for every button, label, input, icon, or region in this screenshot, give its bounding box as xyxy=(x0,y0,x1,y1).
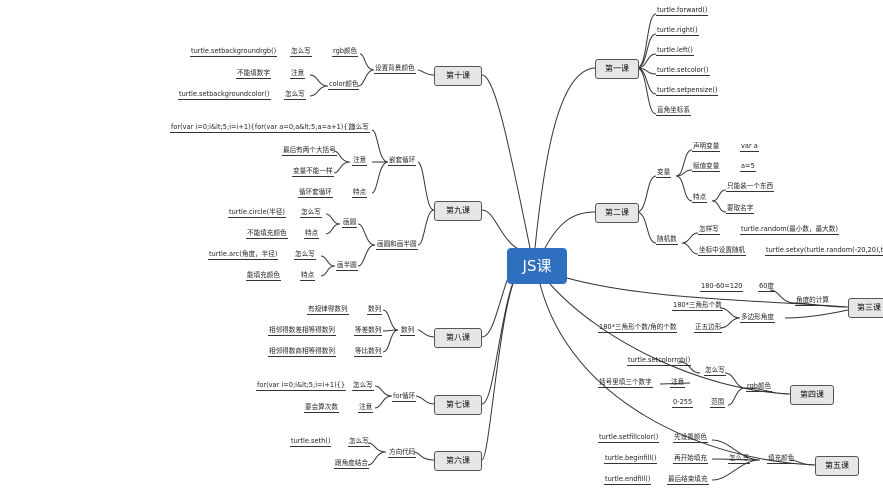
l1-item-setpensize: turtle.setpensize() xyxy=(656,86,719,96)
l1-item-coordinate: 直角坐标系 xyxy=(656,106,691,116)
l3-calc2: 180*三角形个数 xyxy=(672,301,723,311)
l2-declare: 声明变量 xyxy=(692,142,721,152)
root-node[interactable]: JS课 xyxy=(507,248,567,284)
l3-calc3: 180*三角形个数/角的个数 xyxy=(598,323,678,333)
l9-can-fill: 能填充颜色 xyxy=(246,271,281,281)
l9-circle-label: 画圆 xyxy=(342,218,358,228)
l2-variable: 变量 xyxy=(656,168,672,178)
lesson8-node[interactable]: 第八课 xyxy=(434,328,482,348)
l2-howto: 怎样写 xyxy=(698,225,720,235)
lesson7-node[interactable]: 第七课 xyxy=(434,395,482,415)
l6-howto: 怎么写 xyxy=(348,437,370,447)
l9-feature: 特点 xyxy=(352,188,368,198)
l6-direction: 方向代码 xyxy=(388,448,417,458)
l4-range-label: 范围 xyxy=(710,398,726,408)
l9-circle: turtle.circle(半径) xyxy=(228,208,286,218)
l9-nested: 嵌套循环 xyxy=(388,156,417,166)
lesson10-node[interactable]: 第十课 xyxy=(434,66,482,86)
l5-setfill: turtle.setfillcolor() xyxy=(598,433,660,443)
lesson6-node[interactable]: 第六课 xyxy=(434,451,482,471)
l9-loop-in-loop: 循环套循环 xyxy=(298,188,333,198)
l10-howto2: 怎么写 xyxy=(284,90,306,100)
lesson4-node[interactable]: 第四课 xyxy=(790,385,834,405)
lesson5-node[interactable]: 第五课 xyxy=(815,456,859,476)
l3-calc1: 180-60=120 xyxy=(700,282,744,292)
l7-for-code: for(var i=0;i&lt;5;i=i+1){} xyxy=(256,381,347,391)
l7-note: 注意 xyxy=(358,403,374,413)
l6-seth: turtle.seth() xyxy=(290,437,332,447)
l9-circle-feature: 特点 xyxy=(304,229,320,239)
l3-regular: 正五边形 xyxy=(694,323,723,333)
l5-set-color: 先设置颜色 xyxy=(673,433,708,443)
l8-arith-label: 等差数列 xyxy=(354,326,383,336)
l10-note: 注意 xyxy=(290,69,306,79)
lesson1-node[interactable]: 第一课 xyxy=(595,59,639,79)
l3-deg60: 60度 xyxy=(758,282,775,292)
l10-rgb-color: rgb颜色 xyxy=(332,47,359,57)
l2-howto-ex: turtle.random(最小数，最大数) xyxy=(740,225,839,235)
l7-howto: 怎么写 xyxy=(352,381,374,391)
lesson9-node[interactable]: 第九课 xyxy=(434,201,482,221)
l7-count: 要会算次数 xyxy=(304,403,339,413)
l1-item-right: turtle.right() xyxy=(656,26,699,36)
l9-howto: 怎么写 xyxy=(348,123,370,133)
l8-geo: 相邻得数商相等得数列 xyxy=(268,347,336,357)
l5-fill-color: 填充颜色 xyxy=(767,454,796,464)
l10-color-label: color颜色 xyxy=(328,80,360,90)
l2-coord: 坐标中设置随机 xyxy=(698,246,747,256)
l10-bg-group: 设置背景颜色 xyxy=(374,64,416,74)
l1-item-setcolor: turtle.setcolor() xyxy=(656,66,710,76)
l9-no-fill: 不能填充颜色 xyxy=(246,229,288,239)
l2-random: 随机数 xyxy=(656,235,678,245)
l9-circle-group: 画圆和画半圆 xyxy=(376,240,418,250)
l10-howto: 怎么写 xyxy=(290,47,312,57)
l4-range: 0-255 xyxy=(672,398,694,408)
l2-declare-ex: var a xyxy=(740,142,759,152)
l4-howto: 怎么写 xyxy=(704,366,726,376)
l8-regular: 有规律得数列 xyxy=(307,305,349,315)
l4-setcolor: turtle.setcolorrgb() xyxy=(627,356,692,366)
l9-note: 注意 xyxy=(352,156,368,166)
l1-item-forward: turtle.forward() xyxy=(656,6,709,16)
l2-feature1: 只能装一个东西 xyxy=(726,182,775,192)
l8-seq: 数列 xyxy=(367,305,383,315)
l5-howto: 怎么写 xyxy=(728,454,750,464)
l3-polygon-angle: 多边形角度 xyxy=(740,313,775,323)
l2-feature2: 要取名字 xyxy=(726,204,755,214)
l5-end-label: 最后结束填充 xyxy=(667,475,709,485)
l7-for-loop: for循环 xyxy=(392,392,417,402)
l10-bg-color: turtle.setbackgroundcolor() xyxy=(178,90,271,100)
l6-combine: 跟角度结合 xyxy=(334,459,369,469)
l9-arc-feature: 特点 xyxy=(300,271,316,281)
l4-three-numbers: 括号里填三个数字 xyxy=(598,378,653,388)
l10-bg-rgb: turtle.setbackgroundrgb() xyxy=(190,47,278,57)
lesson2-node[interactable]: 第二课 xyxy=(595,203,639,223)
l9-diff-var: 变量不能一样 xyxy=(292,167,334,177)
l10-no-number: 不能填数字 xyxy=(236,69,271,79)
l5-begin: turtle.beginfill() xyxy=(604,454,658,464)
l2-coord-ex: turtle.setxy(turtle.random(-20,20),turtl… xyxy=(765,246,883,256)
l4-note: 注意 xyxy=(670,378,686,388)
l2-feature: 特点 xyxy=(692,193,708,203)
l3-angle-calc: 角度的计算 xyxy=(795,296,830,306)
l5-begin-label: 再开始填充 xyxy=(673,454,708,464)
l8-geo-label: 等比数列 xyxy=(354,347,383,357)
l2-assign: 赋值变量 xyxy=(692,162,721,172)
lesson3-node[interactable]: 第三课 xyxy=(848,298,883,318)
l1-item-left: turtle.left() xyxy=(656,46,694,56)
l9-arc-howto: 怎么写 xyxy=(294,250,316,260)
l4-rgb-color: rgb颜色 xyxy=(746,382,773,392)
l2-assign-ex: a=5 xyxy=(740,162,756,172)
l5-end: turtle.endfill() xyxy=(604,475,652,485)
l9-nested-code: for(var i=0;i&lt;5;i=i+1){for(var a=0;a&… xyxy=(170,123,357,133)
l8-seq-group: 数列 xyxy=(400,326,416,336)
l8-arith: 相邻得数差相等得数列 xyxy=(268,326,336,336)
l9-arc: turtle.arc(角度，半径) xyxy=(208,250,279,260)
l9-semicircle: 画半圆 xyxy=(336,261,358,271)
l9-circle-howto: 怎么写 xyxy=(300,208,322,218)
l9-brackets: 最后有两个大括号 xyxy=(282,146,337,156)
